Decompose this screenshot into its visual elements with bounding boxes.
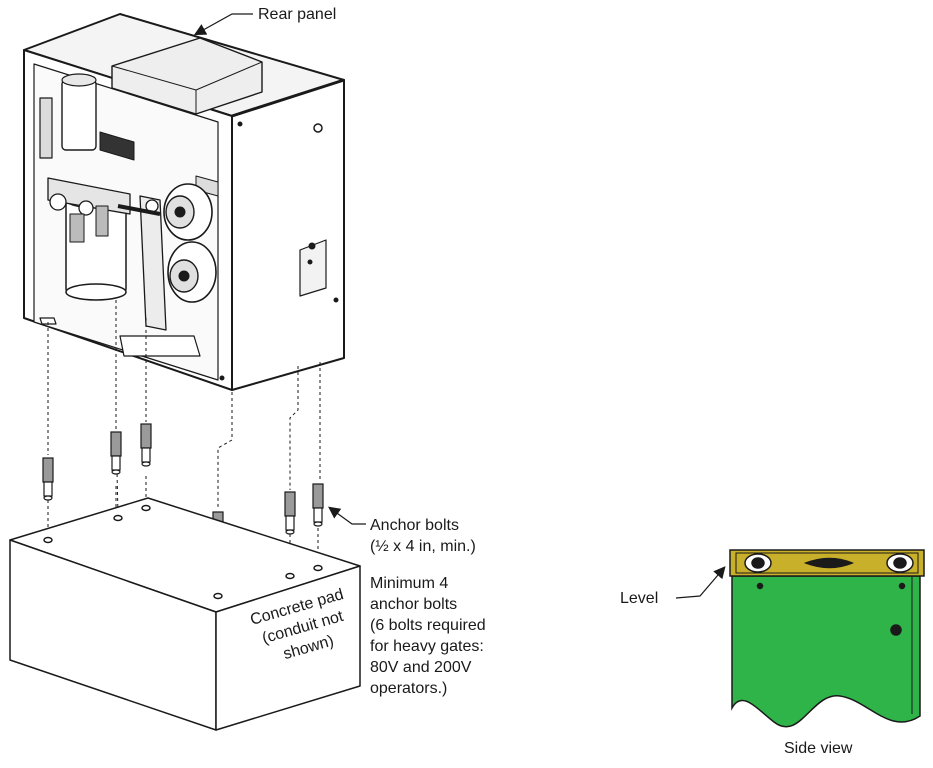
note-line: (6 bolts required	[370, 617, 486, 634]
level-leader	[675, 566, 726, 599]
anchor-bolts-label: Anchor bolts (½ x 4 in, min.)	[370, 515, 476, 557]
anchor-bolt	[42, 457, 54, 501]
anchor-bolt	[284, 491, 296, 535]
anchor-bolt	[140, 423, 152, 467]
rear-panel-label: Rear panel	[258, 6, 337, 23]
spirit-level	[729, 549, 925, 577]
note-line: operators.)	[370, 680, 448, 697]
anchor-bolts-line: Anchor bolts	[370, 517, 459, 534]
anchor-bolt	[110, 431, 122, 475]
anchor-bolt	[312, 483, 324, 527]
rear-panel-leader	[193, 13, 253, 36]
operator-cabinet	[23, 13, 345, 391]
note-line: 80V and 200V	[370, 659, 472, 676]
level-label: Level	[620, 590, 659, 607]
concrete-pad	[9, 497, 361, 731]
side-view-label: Side view	[784, 740, 853, 757]
anchor-bolts-line: (½ x 4 in, min.)	[370, 538, 476, 555]
minimum-bolts-note: Minimum 4 anchor bolts (6 bolts required…	[370, 573, 486, 699]
note-line: for heavy gates:	[370, 638, 484, 655]
anchor-bolts-leader	[328, 506, 366, 525]
side-view-panel	[731, 575, 921, 728]
note-line: Minimum 4	[370, 575, 449, 592]
note-line: anchor bolts	[370, 596, 458, 613]
